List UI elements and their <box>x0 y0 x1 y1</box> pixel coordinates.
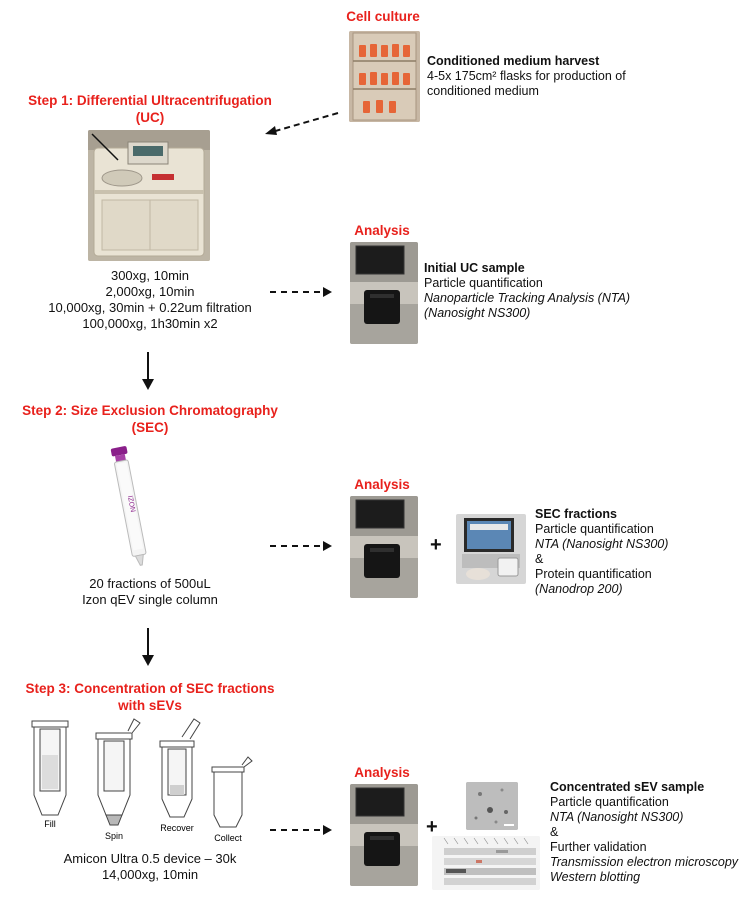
step2-protocol-line-1: 20 fractions of 500uL <box>89 576 211 591</box>
conditioned-medium-line-2: conditioned medium <box>427 84 539 98</box>
analysis2-line-2: NTA (Nanosight NS300) <box>535 537 669 551</box>
step3-protocol-line-1: Amicon Ultra 0.5 device – 30k <box>63 851 237 866</box>
analysis2-line-3: & <box>535 552 544 566</box>
analysis3-line-2: NTA (Nanosight NS300) <box>550 810 684 824</box>
analysis3-line-5: Transmission electron microscopy <box>550 855 739 869</box>
step1-protocol-line-3: 10,000xg, 30min + 0.22um filtration <box>48 300 252 315</box>
analysis2-line-4: Protein quantification <box>535 567 652 581</box>
step1-title-line1: Step 1: Differential Ultracentrifugation <box>28 93 272 108</box>
analysis3-line-1: Particle quantification <box>550 795 669 809</box>
step2-title-line2: (SEC) <box>131 420 169 435</box>
step3-title-line1: Step 3: Concentration of SEC fractions <box>25 681 275 696</box>
step1-protocol-line-1: 300xg, 10min <box>110 268 190 283</box>
analysis2-line-1: Particle quantification <box>535 522 654 536</box>
ultracentrifuge-photo <box>88 130 210 261</box>
device-label-spin: Spin <box>105 831 123 841</box>
device-label-recover: Recover <box>160 823 194 833</box>
analysis1-line-1: Particle quantification <box>424 276 543 290</box>
conditioned-medium-line-1: 4-5x 175cm² flasks for production of <box>427 69 626 83</box>
analysis2-plus: + <box>430 534 442 556</box>
step1-title-line2: (UC) <box>135 110 165 125</box>
concentrate-to-analysis-arrow <box>270 825 332 835</box>
step2-protocol-line-2: Izon qEV single column <box>82 592 218 607</box>
tem-image <box>466 782 518 830</box>
conditioned-medium-title: Conditioned medium harvest <box>427 54 600 68</box>
nanosight-photo-2 <box>350 496 418 598</box>
nanosight-photo-1 <box>350 242 418 344</box>
cell-culture-incubator-photo <box>349 31 420 122</box>
amicon-device-illustration: Fill Spin Recover Collect <box>31 718 253 843</box>
sec-to-analysis-arrow <box>270 541 332 551</box>
analysis2-heading: Analysis <box>354 477 410 492</box>
amicon-recover-tube <box>159 718 201 818</box>
step3-protocol-line-2: 14,000xg, 10min <box>101 867 199 882</box>
izon-qev-column-illustration: IZON <box>110 446 147 566</box>
analysis2-line-5: (Nanodrop 200) <box>535 582 623 596</box>
analysis3-line-6: Western blotting <box>550 870 641 884</box>
analysis3-line-3: & <box>550 825 559 839</box>
step1-to-step2-arrow <box>142 352 154 390</box>
nanodrop-photo <box>456 514 526 584</box>
harvest-to-uc-arrow <box>265 112 339 135</box>
analysis1-heading: Analysis <box>354 223 410 238</box>
amicon-collect-tube <box>211 756 253 828</box>
analysis1-line-2: Nanoparticle Tracking Analysis (NTA) <box>424 291 631 305</box>
device-label-collect: Collect <box>214 833 242 843</box>
analysis3-line-4: Further validation <box>550 840 647 854</box>
analysis1-line-3: (Nanosight NS300) <box>424 306 531 320</box>
analysis1-title: Initial UC sample <box>424 261 525 275</box>
uc-to-analysis-arrow <box>270 287 332 297</box>
step1-protocol-line-2: 2,000xg, 10min <box>105 284 195 299</box>
device-label-fill: Fill <box>44 819 56 829</box>
nanosight-photo-3 <box>350 784 418 886</box>
amicon-spin-tube <box>95 718 141 826</box>
step2-title-line1: Step 2: Size Exclusion Chromatography <box>22 403 278 418</box>
analysis3-heading: Analysis <box>354 765 410 780</box>
analysis2-title: SEC fractions <box>535 507 617 521</box>
western-blot-image <box>432 836 540 890</box>
analysis3-title: Concentrated sEV sample <box>550 780 705 794</box>
analysis3-plus: + <box>426 816 438 838</box>
step1-protocol-line-4: 100,000xg, 1h30min x2 <box>82 316 218 331</box>
step3-title-line2: with sEVs <box>118 698 182 713</box>
step2-to-step3-arrow <box>142 628 154 666</box>
amicon-fill-tube <box>31 720 69 816</box>
izon-column-label: IZON <box>126 495 136 513</box>
cell-culture-heading: Cell culture <box>346 9 420 24</box>
